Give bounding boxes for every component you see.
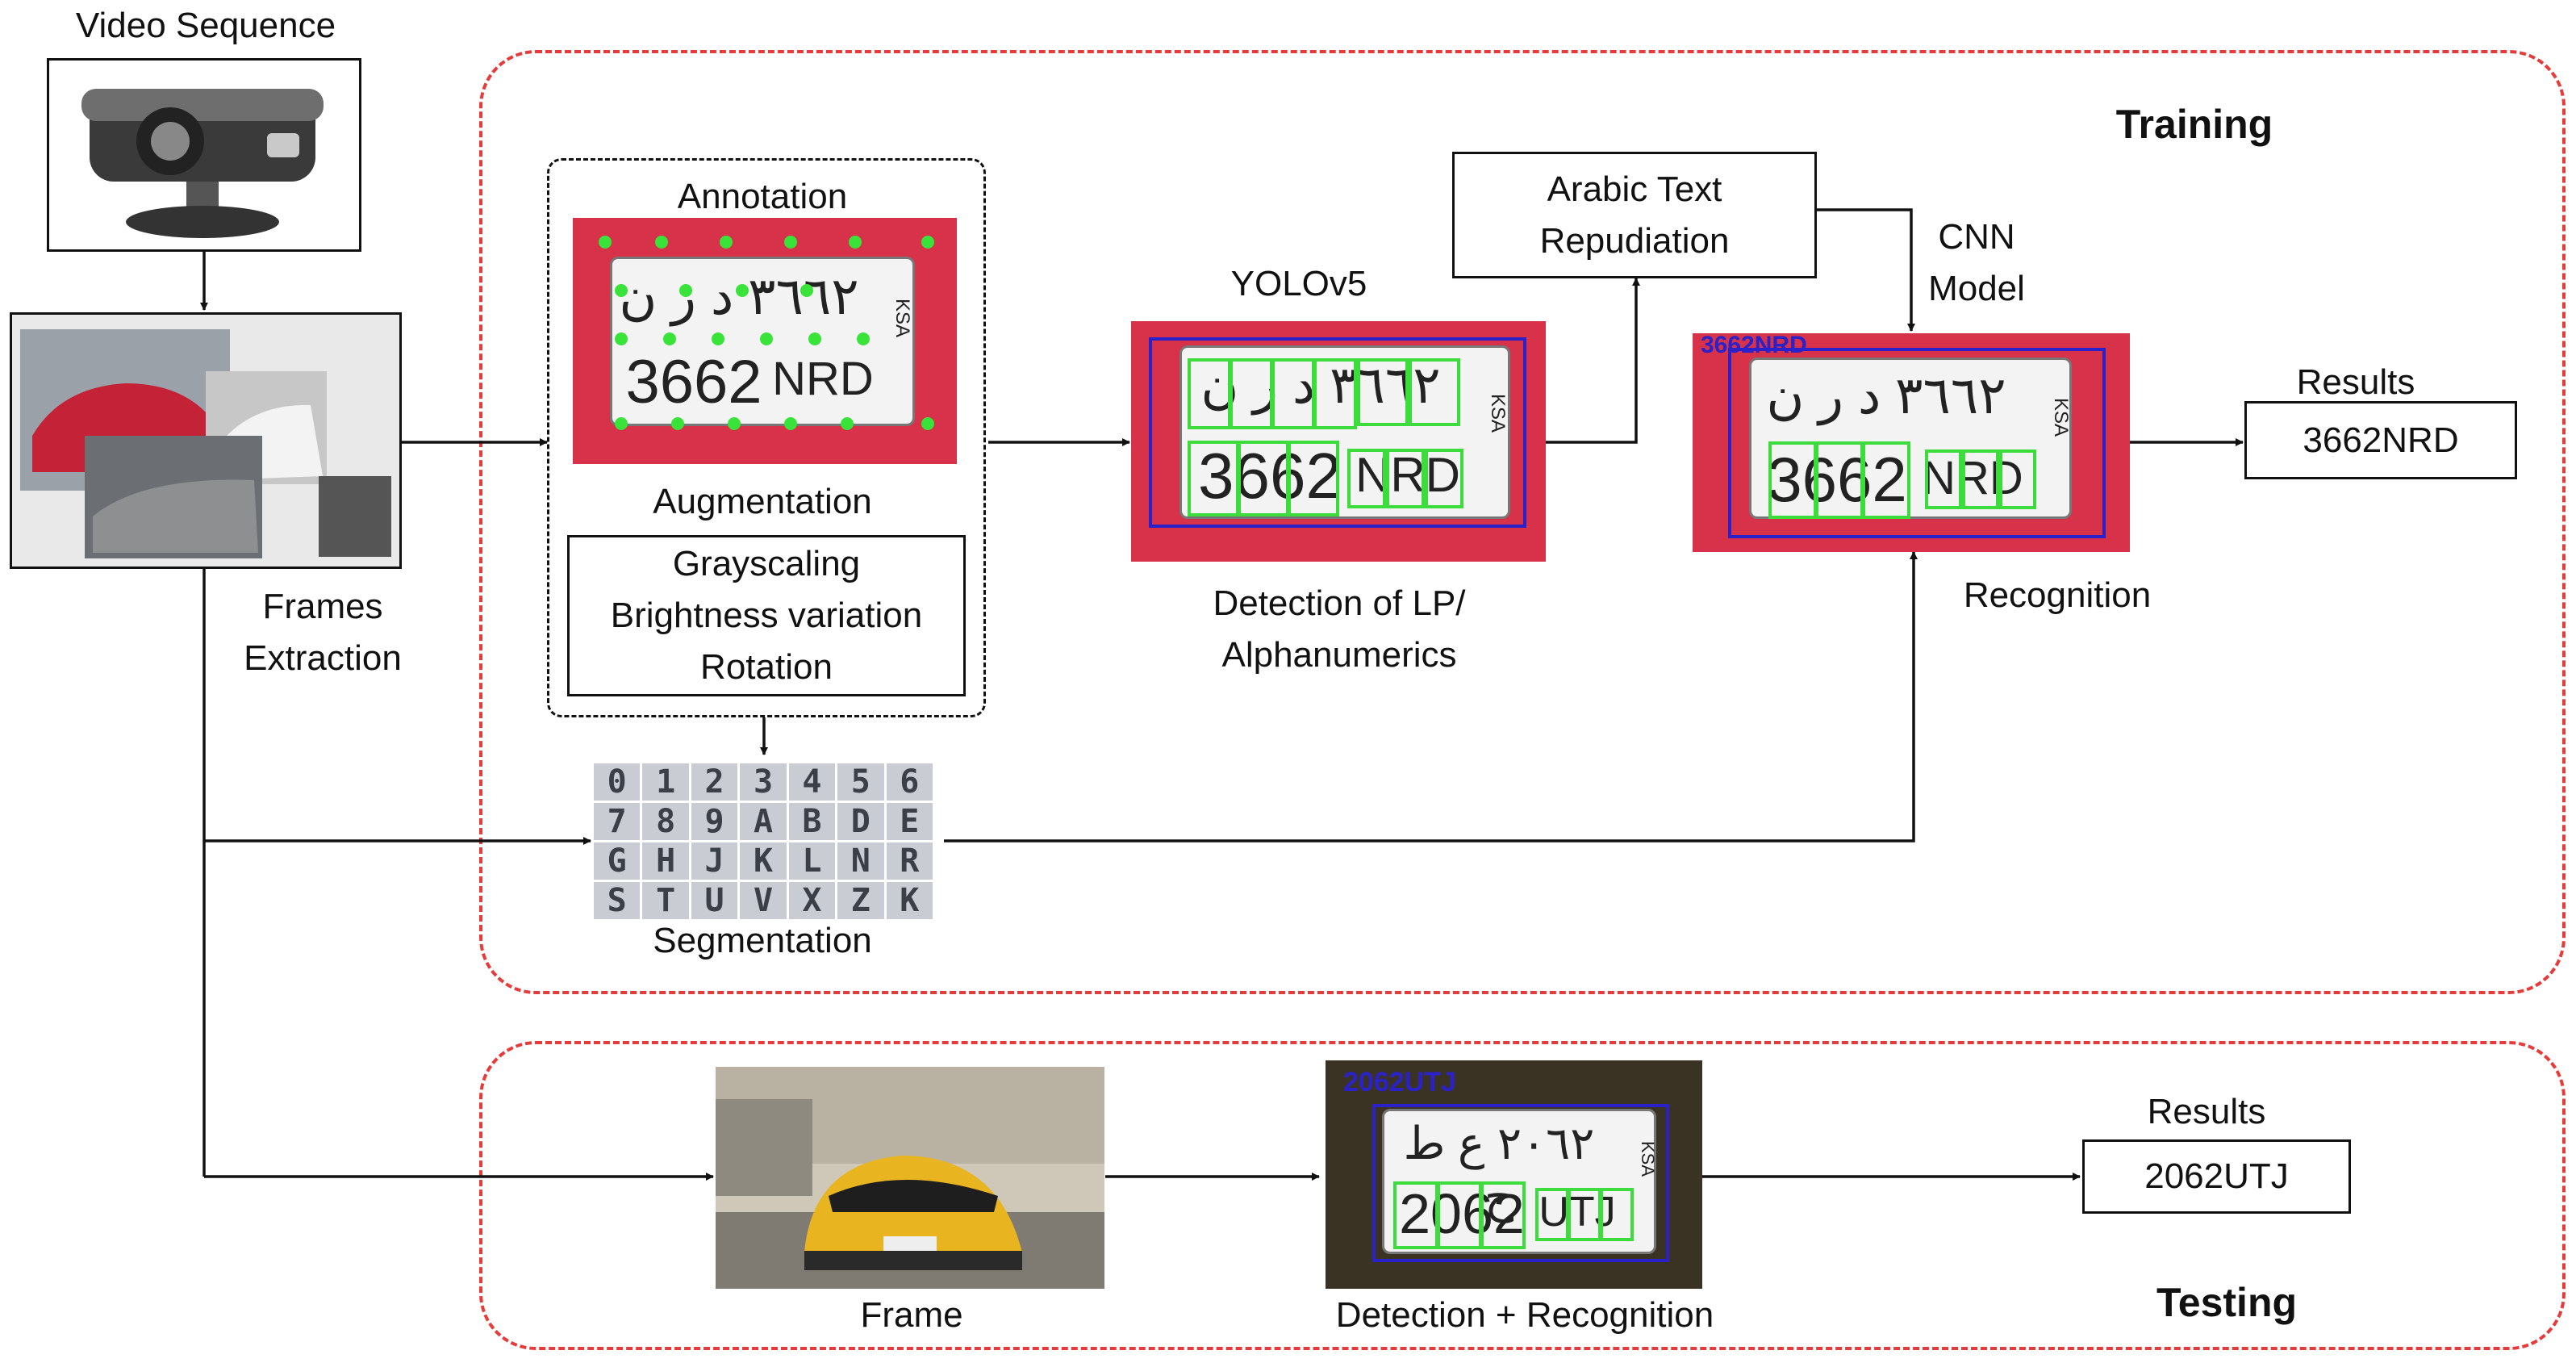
seg-char: 7 <box>594 803 641 840</box>
seg-char: T <box>642 882 689 919</box>
detection-recognition-label: Detection + Recognition <box>1335 1295 1714 1335</box>
seg-char: Z <box>837 882 884 919</box>
seg-char: 6 <box>886 763 933 801</box>
testing-region <box>479 1041 2566 1350</box>
seg-char: U <box>691 882 738 919</box>
plate-ksa: KSA <box>891 299 913 338</box>
plate-arabic-text: ٣٦٦٢ د ر ن <box>1766 366 2006 424</box>
training-results-label: Results <box>2296 362 2415 402</box>
seg-char: 3 <box>740 763 787 801</box>
seg-char: 2 <box>691 763 738 801</box>
cnn-model-label: CNN Model <box>1928 217 2025 308</box>
frames-images <box>10 312 402 569</box>
segmentation-label: Segmentation <box>653 921 872 960</box>
license-plate <box>1179 345 1510 519</box>
yolo-label: YOLOv5 <box>1230 264 1367 303</box>
seg-char: X <box>788 882 836 919</box>
seg-char: 4 <box>788 763 836 801</box>
seg-char: N <box>837 842 884 880</box>
seg-char: 5 <box>837 763 884 801</box>
seg-char: 8 <box>642 803 689 840</box>
testing-results-label: Results <box>2147 1092 2266 1131</box>
frames-extraction-label: Frames Extraction <box>244 587 402 678</box>
seg-char: V <box>740 882 787 919</box>
seg-char: K <box>740 842 787 880</box>
plate-digits: 3662 <box>1767 444 1907 515</box>
recognition-plate-image: ٣٦٦٢ د ر ن 3662 NRD KSA 3662NRD <box>1693 333 2130 552</box>
plate-ksa: KSA <box>1638 1141 1658 1177</box>
camera-image <box>47 58 361 252</box>
plate-arabic-text: ٢٠٦٢ ع ط ح <box>1403 1118 1595 1222</box>
seg-char: K <box>886 882 933 919</box>
annotation-keypoints <box>599 236 934 430</box>
yolo-bounding-boxes <box>1149 337 1526 528</box>
training-title: Training <box>2115 102 2273 147</box>
annotation-group <box>547 158 986 717</box>
test-frame-image <box>716 1067 1104 1289</box>
detection-label: Detection of LP/ Alphanumerics <box>1213 583 1466 675</box>
test-bounding-boxes <box>1372 1104 1669 1262</box>
plate-arabic-text: ٣٦٦٢ د ر ن <box>619 267 859 325</box>
seg-char: 0 <box>594 763 641 801</box>
seg-char: L <box>788 842 836 880</box>
training-results-box: 3662NRD <box>2244 401 2517 479</box>
annotation-label: Annotation <box>677 177 848 216</box>
plate-ksa: KSA <box>1487 394 1509 433</box>
plate-letters: NRD <box>1922 452 2023 504</box>
frame-label: Frame <box>860 1295 963 1335</box>
seg-char: 1 <box>642 763 689 801</box>
training-region <box>479 50 2566 994</box>
plate-letters: NRD <box>1355 448 1460 502</box>
yellow-car <box>716 1067 1104 1289</box>
seg-char: E <box>886 803 933 840</box>
seg-char: G <box>594 842 641 880</box>
recognition-label: Recognition <box>1963 575 2152 615</box>
arabic-repudiation-box: Arabic Text Repudiation <box>1452 152 1817 278</box>
plate-arabic-text: ٣٦٦٢ د ر ن <box>1200 356 1441 414</box>
plate-digits: 3662 <box>625 348 762 416</box>
seg-char: H <box>642 842 689 880</box>
test-overlay-text: 2062UTJ <box>1343 1067 1456 1098</box>
augmentation-label: Augmentation <box>653 482 872 521</box>
seg-char: S <box>594 882 641 919</box>
seg-char: 9 <box>691 803 738 840</box>
testing-title: Testing <box>2156 1280 2298 1325</box>
yolo-plate-image: ٣٦٦٢ د ر ن 3662 NRD KSA <box>1131 321 1546 562</box>
seg-char: R <box>886 842 933 880</box>
plate-ksa: KSA <box>2050 398 2072 437</box>
recognition-bounding-boxes <box>1728 348 2106 538</box>
seg-char: B <box>788 803 836 840</box>
segmentation-grid: 0 1 2 3 4 5 6 7 8 9 A B D E G H J K L N … <box>594 763 933 919</box>
plate-digits: 3662 <box>1198 440 1342 512</box>
annotation-plate-image: ٣٦٦٢ د ر ن 3662 NRD KSA <box>573 218 957 464</box>
augmentation-ops-box: Grayscaling Brightness variation Rotatio… <box>567 535 966 696</box>
testing-results-box: 2062UTJ <box>2082 1139 2351 1214</box>
test-plate-image: ٢٠٦٢ ع ط ح 2062 UTJ KSA 2062UTJ <box>1326 1060 1702 1289</box>
seg-char: A <box>740 803 787 840</box>
car-frames-stack <box>12 315 399 567</box>
seg-char: D <box>837 803 884 840</box>
seg-char: J <box>691 842 738 880</box>
plate-letters: NRD <box>772 353 874 405</box>
camera-icon <box>81 89 324 238</box>
recognition-overlay-text: 3662NRD <box>1701 333 1807 358</box>
plate-digits: 2062 <box>1399 1182 1525 1245</box>
video-sequence-label: Video Sequence <box>75 6 336 45</box>
